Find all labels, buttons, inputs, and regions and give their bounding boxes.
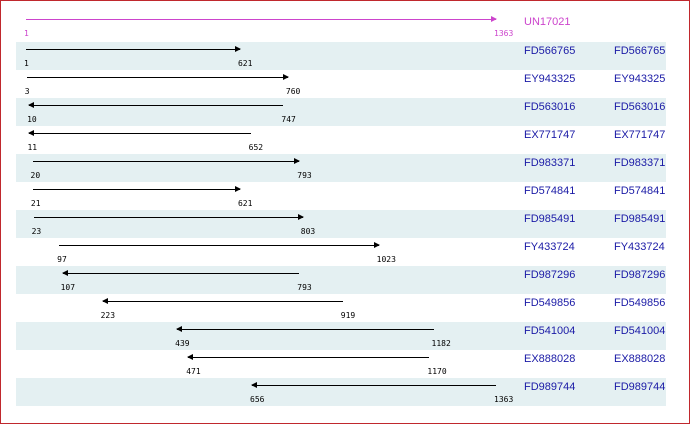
- alignment-start-label: 471: [186, 367, 201, 376]
- alignment-row: 439 1182 FD541004 FD541004: [16, 322, 666, 350]
- alignment-accession-link[interactable]: FD985491: [524, 213, 576, 225]
- alignment-start-label: 20: [30, 171, 41, 180]
- alignment-start-label: 23: [31, 227, 42, 236]
- alignment-accession-link[interactable]: FD541004: [524, 325, 576, 337]
- alignment-end-label: 803: [300, 227, 316, 236]
- alignment-end-label: 621: [237, 59, 253, 68]
- alignment-row: 107 793 FD987296 FD987296: [16, 266, 666, 294]
- alignment-bar: [102, 301, 343, 302]
- alignment-accession-link[interactable]: FY433724: [524, 241, 575, 253]
- alignment-bar: [32, 189, 240, 190]
- arrowhead-right-icon: [282, 74, 289, 80]
- alignment-end-label: 747: [281, 115, 296, 124]
- alignment-accession-right-link[interactable]: FD549856: [614, 297, 666, 309]
- alignment-start-label: 107: [60, 283, 76, 292]
- alignment-accession-right-link[interactable]: FD985491: [614, 213, 666, 225]
- alignment-row: 20 793 FD983371 FD983371: [16, 154, 666, 182]
- alignment-bar: [32, 161, 300, 162]
- arrowhead-left-icon: [61, 270, 68, 276]
- alignment-bar: [29, 105, 284, 106]
- alignment-bar: [26, 77, 288, 78]
- alignment-start-label: 10: [27, 115, 37, 124]
- alignment-row: 656 1363 FD989744 FD989744: [16, 378, 666, 406]
- alignment-row: 1 621 FD566765 FD566765: [16, 42, 666, 70]
- arrowhead-left-icon: [187, 354, 194, 360]
- arrowhead-left-icon: [28, 130, 35, 136]
- alignment-bar: [188, 357, 430, 358]
- arrowhead-left-icon: [28, 102, 35, 108]
- alignment-row: 23 803 FD985491 FD985491: [16, 210, 666, 238]
- arrowhead-right-icon: [294, 158, 301, 164]
- reference-end-label: 1363: [494, 29, 514, 38]
- alignment-bar: [29, 133, 251, 134]
- alignment-accession-right-link[interactable]: EX771747: [614, 129, 666, 141]
- alignment-start-label: 656: [250, 395, 265, 404]
- alignment-start-label: 1: [24, 59, 29, 68]
- reference-row: 1 1363 UN17021: [0, 0, 690, 42]
- alignment-accession-link[interactable]: FD574841: [524, 185, 576, 197]
- alignment-bar: [177, 329, 434, 330]
- alignment-accession-right-link[interactable]: FD574841: [614, 185, 666, 197]
- alignment-accession-right-link[interactable]: FD989744: [614, 381, 666, 393]
- alignment-accession-right-link[interactable]: FD983371: [614, 157, 666, 169]
- alignment-bar: [62, 273, 300, 274]
- alignment-row: 21 621 FD574841 FD574841: [16, 182, 666, 210]
- reference-bar: [26, 19, 496, 20]
- alignment-start-label: 21: [30, 199, 41, 208]
- alignment-start-label: 11: [27, 143, 38, 152]
- alignment-row: 97 1023 FY433724 FY433724: [16, 238, 666, 266]
- arrowhead-right-icon: [373, 242, 380, 248]
- arrowhead-left-icon: [101, 298, 108, 304]
- alignment-end-label: 793: [297, 171, 312, 180]
- alignment-start-label: 223: [100, 311, 116, 320]
- alignment-end-label: 1023: [376, 255, 396, 264]
- alignment-accession-link[interactable]: FD987296: [524, 269, 576, 281]
- alignment-end-label: 1182: [431, 339, 451, 348]
- alignment-bar: [252, 385, 496, 386]
- alignment-accession-link[interactable]: FD989744: [524, 381, 576, 393]
- alignment-start-label: 97: [57, 255, 67, 264]
- alignment-accession-right-link[interactable]: FD566765: [614, 45, 666, 57]
- alignment-end-label: 793: [297, 283, 312, 292]
- alignment-accession-right-link[interactable]: FD541004: [614, 325, 666, 337]
- alignment-row: 223 919 FD549856 FD549856: [16, 294, 666, 322]
- alignment-row: 11 652 EX771747 EX771747: [16, 126, 666, 154]
- alignment-accession-link[interactable]: FD983371: [524, 157, 576, 169]
- arrowhead-left-icon: [176, 326, 183, 332]
- alignment-end-label: 1170: [427, 367, 447, 376]
- alignment-accession-right-link[interactable]: FD987296: [614, 269, 666, 281]
- arrowhead-right-icon: [234, 46, 241, 52]
- arrowhead-right-icon: [234, 186, 241, 192]
- alignment-accession-link[interactable]: FD563016: [524, 101, 576, 113]
- alignment-accession-link[interactable]: EY943325: [524, 73, 576, 85]
- arrowhead-left-icon: [251, 382, 258, 388]
- alignment-row: 471 1170 EX888028 EX888028: [16, 350, 666, 378]
- arrowhead-right-icon: [297, 214, 304, 220]
- alignment-accession-right-link[interactable]: FY433724: [614, 241, 665, 253]
- alignment-row: 3 760 EY943325 EY943325: [16, 70, 666, 98]
- alignment-end-label: 760: [285, 87, 301, 96]
- alignment-bar: [33, 217, 303, 218]
- alignment-bar: [59, 245, 379, 246]
- alignment-row: 10 747 FD563016 FD563016: [16, 98, 666, 126]
- alignment-bar: [26, 49, 240, 50]
- alignment-end-label: 621: [237, 199, 253, 208]
- reference-start-label: 1: [24, 29, 29, 38]
- alignment-accession-link[interactable]: EX771747: [524, 129, 576, 141]
- alignment-start-label: 439: [175, 339, 190, 348]
- alignment-accession-right-link[interactable]: EY943325: [614, 73, 666, 85]
- alignment-accession-link[interactable]: EX888028: [524, 353, 576, 365]
- alignment-end-label: 1363: [494, 395, 514, 404]
- alignment-accession-link[interactable]: FD549856: [524, 297, 576, 309]
- alignment-accession-right-link[interactable]: FD563016: [614, 101, 666, 113]
- alignment-end-label: 652: [248, 143, 264, 152]
- alignment-end-label: 919: [340, 311, 356, 320]
- alignment-start-label: 3: [24, 87, 30, 96]
- reference-accession-link[interactable]: UN17021: [524, 16, 571, 28]
- reference-arrowhead: [491, 16, 497, 22]
- alignment-accession-link[interactable]: FD566765: [524, 45, 576, 57]
- alignment-accession-right-link[interactable]: EX888028: [614, 353, 666, 365]
